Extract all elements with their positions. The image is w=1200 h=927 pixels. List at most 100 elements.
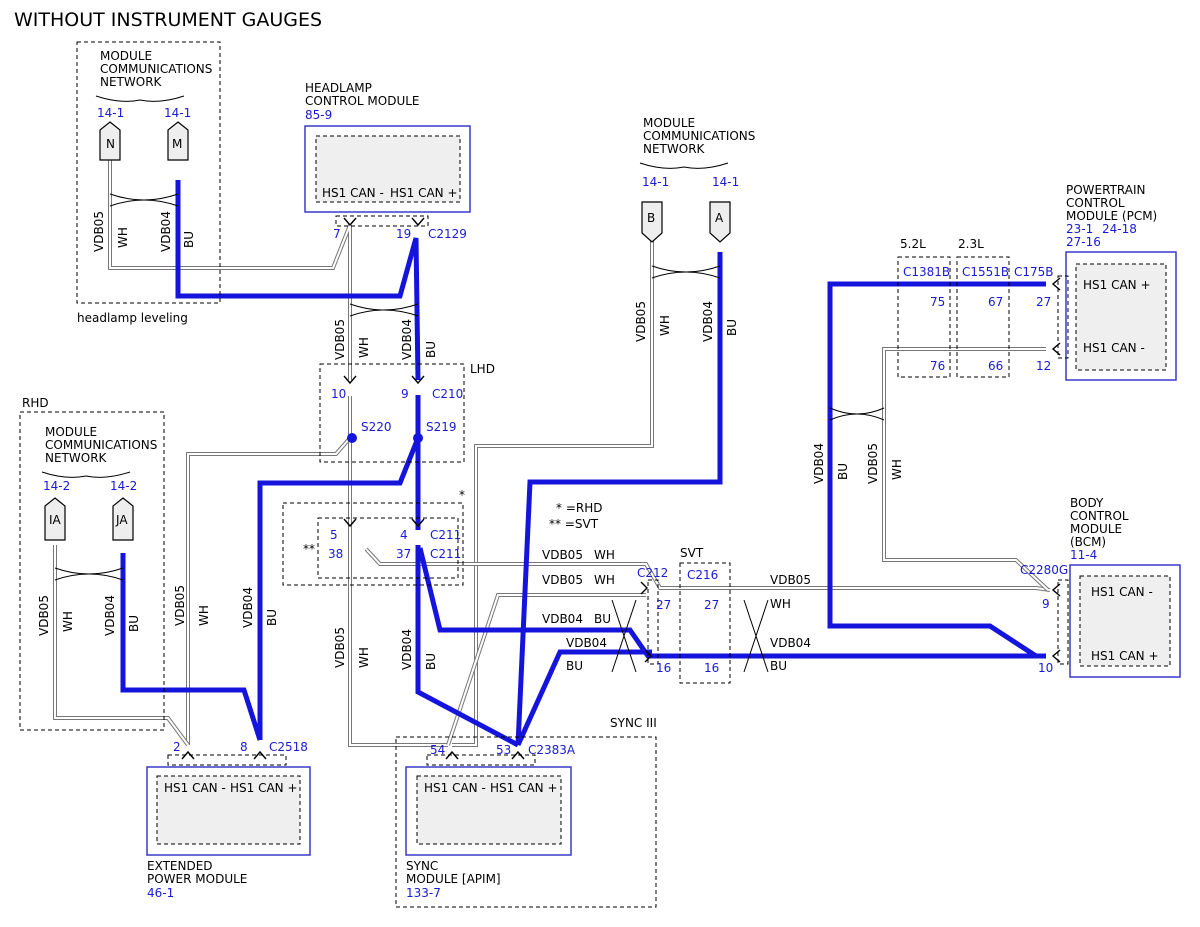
arrow-icon bbox=[1051, 583, 1061, 597]
wire-bu-circuit: VDB04 bbox=[400, 319, 414, 360]
connector-id: C2280G bbox=[1020, 563, 1068, 577]
note-rhd: * =RHD bbox=[556, 501, 602, 515]
connector-id: C2129 bbox=[428, 227, 467, 241]
module-inner-box bbox=[315, 135, 461, 203]
pin-16: 16 bbox=[704, 661, 719, 675]
connector-c212: C212 bbox=[637, 566, 668, 580]
rhd-star: * bbox=[459, 488, 465, 502]
pin-75: 75 bbox=[930, 295, 945, 309]
mcn-label-line2: COMMUNICATIONS bbox=[45, 438, 157, 452]
headlamp-leveling-box bbox=[76, 41, 221, 304]
pin-num-plus: 10 bbox=[1038, 661, 1053, 675]
mcn-label-line2: COMMUNICATIONS bbox=[643, 129, 755, 143]
mcn-label-line1: MODULE bbox=[45, 425, 97, 439]
arrow-icon bbox=[445, 750, 459, 760]
module-ref-1: 23-1 bbox=[1066, 222, 1093, 236]
row3-circuit: VDB04 bbox=[542, 612, 583, 626]
can-high-wires bbox=[120, 180, 1046, 748]
mcn-top-center-group: MODULE COMMUNICATIONS NETWORK 14-1 14-1 … bbox=[634, 116, 755, 342]
arrow-icon bbox=[1051, 649, 1061, 663]
arrow-icon bbox=[411, 217, 425, 227]
module-ref: 11-4 bbox=[1070, 548, 1097, 562]
pin-can-minus: HS1 CAN - bbox=[1091, 585, 1153, 599]
note-svt: ** =SVT bbox=[549, 517, 599, 531]
wire-bu-circuit: VDB04 bbox=[159, 211, 173, 252]
pin-66: 66 bbox=[988, 359, 1003, 373]
pin-num-plus: 19 bbox=[396, 227, 411, 241]
arrow-icon bbox=[411, 518, 425, 528]
extended-power-module[interactable]: 2 8 C2518 HS1 CAN - HS1 CAN + EXTENDED P… bbox=[146, 740, 311, 900]
wire-wh-circuit: VDB05 bbox=[333, 319, 347, 360]
row2-color: WH bbox=[594, 573, 615, 587]
mcn-headlamp-leveling-group: MODULE COMMUNICATIONS NETWORK 14-1 14-1 … bbox=[76, 41, 221, 325]
ref-ja: 14-2 bbox=[110, 479, 137, 493]
powertrain-control-module[interactable]: POWERTRAIN CONTROL MODULE (PCM) 23-1 24-… bbox=[897, 183, 1177, 381]
pin-n: N bbox=[106, 137, 115, 151]
pin-can-plus: HS1 CAN + bbox=[230, 781, 298, 795]
connector-outline bbox=[167, 754, 287, 766]
headlamp-control-module[interactable]: HEADLAMP CONTROL MODULE 85-9 HS1 CAN - H… bbox=[304, 81, 471, 241]
module-name-line1: HEADLAMP bbox=[305, 81, 372, 95]
connector-id: C2518 bbox=[269, 740, 308, 754]
c211-outer-box bbox=[282, 502, 464, 586]
body-control-module[interactable]: BODY CONTROL MODULE (BCM) 11-4 C2280G HS… bbox=[1020, 496, 1181, 678]
wire-bu-color: BU bbox=[836, 463, 850, 480]
pin-a: A bbox=[715, 211, 724, 225]
connector-c211-svt: C211 bbox=[430, 547, 461, 561]
connector-outline bbox=[1057, 275, 1069, 359]
pin-num-minus: 54 bbox=[430, 743, 445, 757]
sync-module[interactable]: SYNC III 54 53 C2383A HS1 CAN - HS1 CAN … bbox=[395, 716, 657, 908]
network-brace-icon bbox=[95, 95, 185, 102]
pin-can-minus: HS1 CAN - bbox=[1083, 341, 1145, 355]
twist-icon bbox=[651, 265, 721, 279]
splice-dot-icon bbox=[413, 433, 423, 443]
pin-27: 27 bbox=[704, 598, 719, 612]
row1-circuit: VDB05 bbox=[542, 548, 583, 562]
wire-wh-color: WH bbox=[197, 605, 211, 626]
c212-outline bbox=[647, 579, 659, 665]
headlamp-leveling-label: headlamp leveling bbox=[77, 311, 188, 325]
pin-27: 27 bbox=[656, 598, 671, 612]
arrow-icon bbox=[1051, 342, 1061, 356]
module-name-line2: MODULE [APIM] bbox=[406, 872, 501, 886]
wire-wh-color: WH bbox=[116, 227, 130, 248]
connector-outline bbox=[426, 754, 536, 766]
module-name-line2: CONTROL MODULE bbox=[305, 94, 420, 108]
wire-wh-color: WH bbox=[658, 315, 672, 336]
pin-67: 67 bbox=[988, 295, 1003, 309]
ref-b: 14-1 bbox=[642, 175, 669, 189]
arrow-icon bbox=[343, 518, 357, 528]
ref-n: 14-1 bbox=[97, 106, 124, 120]
pin-num-minus: 7 bbox=[333, 227, 341, 241]
connector-id: C2383A bbox=[528, 743, 576, 757]
sync-group-label: SYNC III bbox=[610, 716, 657, 730]
pin-num-minus: 2 bbox=[173, 740, 181, 754]
wire-wh-circuit: VDB05 bbox=[634, 301, 648, 342]
pin-num-plus: 8 bbox=[240, 740, 248, 754]
pin-9: 9 bbox=[401, 387, 409, 401]
module-inner-box bbox=[416, 775, 562, 845]
module-ref: 133-7 bbox=[406, 886, 441, 900]
twist-icon bbox=[611, 599, 637, 673]
wire-wh-circuit: VDB05 bbox=[173, 585, 187, 626]
row1-color: WH bbox=[594, 548, 615, 562]
mcn-label-line1: MODULE bbox=[643, 116, 695, 130]
variant-23: 2.3L bbox=[958, 237, 984, 251]
wire-wh-circuit: VDB05 bbox=[37, 595, 51, 636]
pin-ia: IA bbox=[49, 513, 62, 527]
ref-ia: 14-2 bbox=[43, 479, 70, 493]
connector-c1381b: C1381B bbox=[903, 265, 950, 279]
splice-s220: S220 bbox=[361, 420, 392, 434]
pin-10: 10 bbox=[331, 387, 346, 401]
twist-icon bbox=[743, 599, 769, 673]
arrow-icon bbox=[511, 750, 525, 760]
row2-circuit: VDB05 bbox=[542, 573, 583, 587]
wire-bu-color: BU bbox=[265, 609, 279, 626]
module-name-line2: CONTROL bbox=[1070, 509, 1129, 523]
pin-num-minus: 9 bbox=[1042, 597, 1050, 611]
module-ref: 85-9 bbox=[305, 108, 332, 122]
rhd-label: RHD bbox=[22, 396, 49, 410]
wire-wh-color: WH bbox=[357, 647, 371, 668]
wire-bu-color: BU bbox=[770, 659, 787, 673]
mcn-label-line3: NETWORK bbox=[45, 451, 108, 465]
